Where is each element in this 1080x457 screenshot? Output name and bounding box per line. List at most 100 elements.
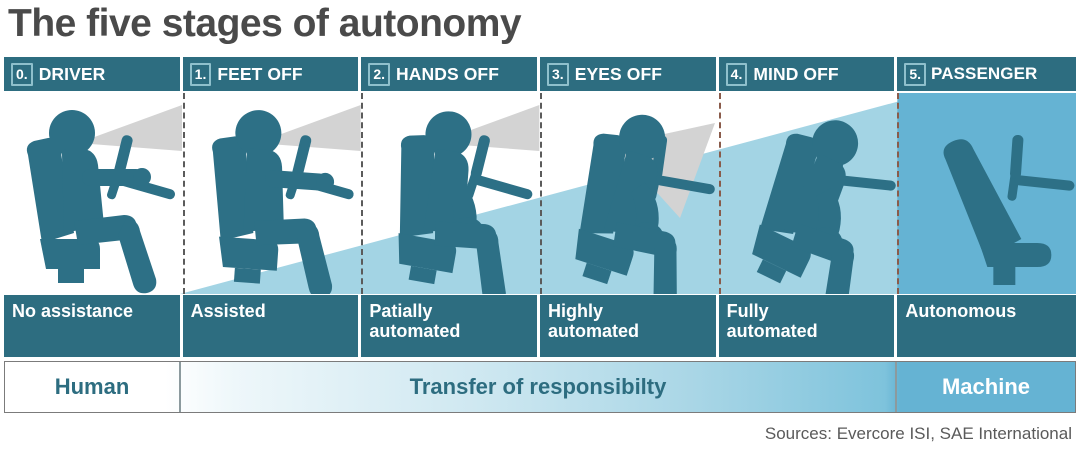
- seat-pedestal: [408, 265, 437, 285]
- figure-head: [619, 114, 666, 161]
- responsibility-machine-cell: Machine: [897, 362, 1075, 412]
- stage-name-label: DRIVER: [38, 63, 106, 84]
- stage-name-label: HANDS OFF: [396, 63, 499, 84]
- stage-header-passenger[interactable]: 5.PASSENGER: [897, 57, 1076, 91]
- figure-arm: [265, 170, 328, 191]
- seat-pedestal: [582, 262, 612, 285]
- column-divider-5: [897, 93, 900, 294]
- figure-torso: [243, 148, 284, 233]
- wheel-rim: [1010, 134, 1024, 179]
- seat: [212, 136, 279, 284]
- wheel-rim: [292, 135, 312, 179]
- occupant-group: [26, 110, 157, 294]
- stage-header-eyes-off[interactable]: 3.EYES OFF: [540, 57, 719, 91]
- figure-hand: [133, 168, 151, 186]
- page-title: The five stages of autonomy: [8, 2, 522, 45]
- stage-figure-mind-off: [752, 120, 896, 294]
- figure-lower-leg: [653, 236, 677, 294]
- occupant-group: [398, 111, 506, 294]
- wheel-spoke: [474, 175, 533, 200]
- empty-seat: [943, 139, 1052, 285]
- responsibility-separator-right: [895, 362, 897, 412]
- stage-number-badge: 4.: [725, 62, 748, 86]
- descriptor-cell-driver: No assistance: [4, 295, 183, 357]
- figure-head: [49, 110, 95, 156]
- responsibility-separator-left: [179, 362, 181, 412]
- empty-seat-pedestal: [993, 265, 1016, 285]
- seat-back: [399, 135, 435, 238]
- seat-pedestal: [58, 269, 84, 283]
- stage-header-driver[interactable]: 0.DRIVER: [4, 57, 183, 91]
- figure-head: [425, 111, 472, 158]
- wheel-spoke: [655, 175, 715, 195]
- vision-cone: [78, 105, 182, 151]
- stage-name-label: FEET OFF: [217, 63, 303, 84]
- figure-lower-leg: [297, 222, 333, 294]
- occupant-group: [752, 120, 859, 294]
- column-divider-4: [718, 93, 721, 294]
- figure-hand: [316, 172, 335, 191]
- source-credit: Sources: Evercore ISI, SAE International: [764, 424, 1072, 443]
- stage-number-badge: 2.: [368, 62, 391, 86]
- responsibility-human-label: Human: [54, 374, 130, 399]
- descriptor-cell-passenger: Autonomous: [897, 295, 1076, 357]
- seat-back: [759, 133, 819, 235]
- descriptor-label: Autonomous: [905, 301, 1017, 321]
- stage-header-mind-off[interactable]: 4.MIND OFF: [718, 57, 898, 91]
- steering-wheel: [1007, 134, 1075, 201]
- stage-name-label: PASSENGER: [931, 64, 1038, 83]
- stage-header-feet-off[interactable]: 1.FEET OFF: [182, 57, 362, 91]
- column-divider-2: [361, 93, 364, 294]
- stage-number-badge: 1.: [189, 62, 212, 86]
- stage-figure-feet-off: [212, 105, 361, 294]
- responsibility-transfer-cell: Transfer of responsibilty: [181, 362, 895, 412]
- seat-back: [212, 136, 254, 241]
- descriptor-cell-feet-off: Assisted: [182, 295, 362, 357]
- figure-lower-leg: [823, 244, 855, 294]
- empty-seat-back: [943, 139, 1022, 259]
- wheel-rim: [113, 135, 133, 179]
- descriptor-label: No assistance: [12, 301, 134, 321]
- stage-number-badge: 0.: [11, 62, 33, 86]
- figure-head: [812, 120, 859, 167]
- column-divider-3: [540, 93, 542, 294]
- seat-pedestal: [233, 267, 261, 284]
- stage-header-hands-off[interactable]: 2.HANDS OFF: [361, 57, 540, 91]
- seat-back: [26, 137, 74, 243]
- responsibility-transfer-label: Transfer of responsibilty: [409, 374, 667, 399]
- stage-number-badge: 5.: [904, 62, 927, 86]
- wheel-rim: [470, 135, 490, 179]
- stage-figure-hands-off: [398, 105, 540, 294]
- descriptor-label: Assisted: [190, 301, 266, 321]
- seat-cushion: [575, 228, 634, 276]
- seat-cushion: [40, 239, 100, 269]
- occupant-group: [212, 110, 335, 294]
- occupant-group: [575, 114, 677, 294]
- steering-wheel: [464, 135, 533, 200]
- column-divider-1: [182, 93, 185, 294]
- figure-lower-leg: [476, 228, 506, 294]
- responsibility-row: Human Transfer of responsibilty Machine: [4, 361, 1076, 413]
- stage-name-label: MIND OFF: [753, 63, 839, 84]
- stage-figure-passenger: [943, 134, 1075, 285]
- figure-lower-leg: [118, 219, 157, 294]
- responsibility-human-cell: Human: [5, 362, 179, 412]
- wheel-spoke: [1014, 175, 1075, 191]
- seat: [26, 137, 100, 283]
- seat-pedestal: [756, 259, 787, 284]
- wheel-spoke: [836, 175, 896, 191]
- empty-seat-cushion: [979, 243, 1052, 267]
- stage-number-badge: 3.: [547, 62, 569, 86]
- figure-head: [235, 110, 282, 157]
- stage-name-label: EYES OFF: [574, 63, 663, 84]
- responsibility-machine-label: Machine: [941, 374, 1031, 399]
- seat-cushion: [219, 236, 279, 271]
